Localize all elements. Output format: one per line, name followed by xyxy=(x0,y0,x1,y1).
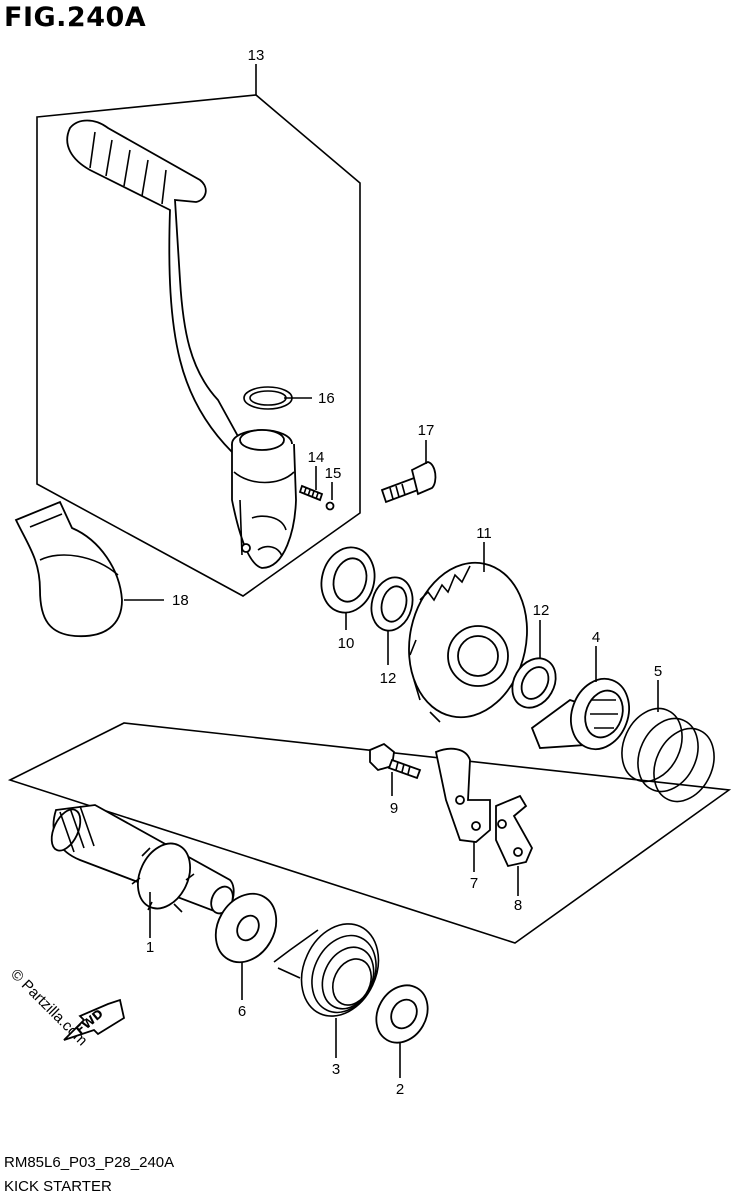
copyright-watermark: © Partzilla.com xyxy=(7,966,90,1049)
washer-lower-part xyxy=(511,657,557,709)
callout-18: 18 xyxy=(172,592,189,609)
kick-gear-part xyxy=(408,561,528,723)
figure-code: RM85L6_P03_P28_240A xyxy=(4,1154,175,1171)
callout-17: 17 xyxy=(418,422,435,439)
fwd-arrow-icon: FWD xyxy=(63,998,126,1041)
bolt-9-part xyxy=(369,742,422,780)
callout-7: 7 xyxy=(470,875,478,892)
callout-10: 10 xyxy=(338,635,355,652)
kick-lever-part xyxy=(66,119,297,569)
shaft-group-frame xyxy=(7,722,732,944)
set-screw-part xyxy=(298,484,324,502)
callout-1: 1 xyxy=(146,939,154,956)
callout-15: 15 xyxy=(325,465,342,482)
guide-part xyxy=(434,747,491,843)
spring-3-part xyxy=(273,923,380,1017)
spring-5-part xyxy=(621,707,715,803)
washer-upper-part xyxy=(370,576,414,632)
callout-6: 6 xyxy=(238,1003,246,1020)
callout-11: 11 xyxy=(476,525,492,542)
callout-14: 14 xyxy=(308,449,325,466)
spring-guide-part xyxy=(375,984,429,1044)
ball-part xyxy=(325,501,335,511)
callout-2: 2 xyxy=(396,1081,404,1098)
plate-part xyxy=(495,794,534,868)
watermark: © Partzilla.com FWD xyxy=(7,966,126,1049)
kick-lever-group-frame xyxy=(36,94,361,597)
leader-lines xyxy=(124,64,659,1078)
callout-12-lower: 12 xyxy=(380,670,397,687)
callouts: 13 16 14 15 17 18 10 12 11 12 4 5 9 7 8 … xyxy=(146,47,662,1098)
callout-3: 3 xyxy=(332,1061,340,1078)
oil-seal-part xyxy=(320,546,376,614)
bolt-17-part xyxy=(380,461,437,504)
figure-title: FIG.240A xyxy=(4,2,147,33)
kick-shaft-part xyxy=(50,804,235,915)
callout-16: 16 xyxy=(318,390,335,407)
boot-cover-part xyxy=(14,500,123,638)
callout-12-upper: 12 xyxy=(533,602,550,619)
callout-5: 5 xyxy=(654,663,662,680)
callout-4: 4 xyxy=(592,629,600,646)
callout-9: 9 xyxy=(390,800,398,817)
callout-8: 8 xyxy=(514,897,522,914)
washer-6-part xyxy=(214,892,278,964)
callout-13: 13 xyxy=(248,47,265,64)
kick-drive-part xyxy=(530,677,630,751)
figure-caption: KICK STARTER xyxy=(4,1178,112,1195)
